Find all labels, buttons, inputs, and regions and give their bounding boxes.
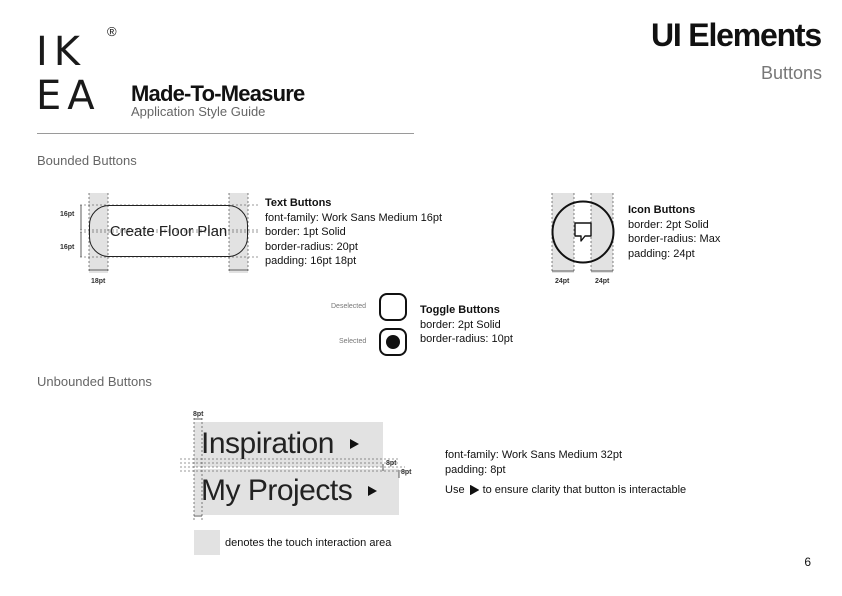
section-unbounded-buttons: Unbounded Buttons: [37, 374, 152, 389]
unbounded-spec-line: padding: 8pt: [445, 463, 506, 476]
legend-text: denotes the touch interaction area: [225, 537, 392, 549]
play-arrow-icon: [349, 439, 359, 449]
icon-buttons-spec-line: border: 2pt Solid: [628, 218, 709, 231]
logo-line-1: IK: [36, 29, 87, 75]
text-buttons-spec-line: border-radius: 20pt: [265, 240, 358, 253]
text-button-diagram: Create Floor Plan 16pt 16pt 18pt: [55, 190, 265, 285]
text-buttons-spec: Text Buttons font-family: Work Sans Medi…: [265, 196, 442, 269]
toggle-selected[interactable]: [379, 328, 407, 356]
toggle-selected-dot: [386, 335, 400, 349]
dim-bottom-label: 16pt: [60, 244, 75, 251]
arrow-usage-note: Use to ensure clarity that button is int…: [445, 483, 686, 498]
icon-buttons-heading: Icon Buttons: [628, 204, 696, 216]
page-title: UI Elements: [651, 17, 822, 53]
inspiration-label: Inspiration: [201, 427, 334, 460]
icon-buttons-spec: Icon Buttons border: 2pt Solid border-ra…: [628, 203, 720, 261]
brand-name: Made-To-Measure: [131, 81, 305, 106]
dim-top-label: 8pt: [193, 411, 204, 418]
dim-right-label: 24pt: [595, 278, 610, 285]
brand-subtitle: Application Style Guide: [131, 104, 266, 119]
chat-bubble-icon: [574, 222, 592, 242]
play-arrow-icon: [368, 486, 378, 496]
unbounded-guides: [180, 418, 405, 520]
ikea-logo: IK EA: [36, 32, 101, 116]
unbounded-spec: font-family: Work Sans Medium 32pt paddi…: [445, 448, 622, 477]
text-buttons-spec-line: font-family: Work Sans Medium 16pt: [265, 211, 443, 224]
toggle-buttons-spec-line: border-radius: 10pt: [420, 333, 513, 345]
toggle-deselected[interactable]: [379, 293, 407, 321]
toggle-buttons-heading: Toggle Buttons: [420, 304, 500, 316]
dim-right-label: 8pt: [401, 469, 412, 476]
my-projects-label: My Projects: [201, 474, 353, 507]
icon-buttons-spec-line: border-radius: Max: [628, 233, 721, 245]
inspiration-button[interactable]: Inspiration: [201, 424, 360, 464]
section-bounded-buttons: Bounded Buttons: [37, 153, 137, 168]
toggle-selected-label: Selected: [339, 338, 367, 345]
dim-side-label: 18pt: [91, 278, 106, 285]
icon-buttons-spec-line: padding: 24pt: [628, 247, 695, 260]
use-prefix: Use: [445, 484, 465, 496]
toggle-deselected-label: Deselected: [331, 303, 367, 310]
toggle-buttons-spec: Toggle Buttons border: 2pt Solid border-…: [420, 303, 513, 347]
dim-gap-label: 8pt: [386, 460, 397, 467]
unbounded-spec-line: font-family: Work Sans Medium 32pt: [445, 449, 623, 461]
legend-swatch: [194, 530, 220, 555]
logo-line-2: EA: [36, 73, 101, 119]
toggle-buttons-spec-line: border: 2pt Solid: [420, 318, 501, 331]
icon-button-guides: [551, 193, 615, 273]
create-floor-plan-button[interactable]: Create Floor Plan: [89, 205, 248, 257]
padding-shade-left: [552, 193, 574, 273]
my-projects-button[interactable]: My Projects: [201, 471, 378, 511]
dim-left-label: 24pt: [555, 278, 570, 285]
create-floor-plan-label: Create Floor Plan: [109, 222, 228, 240]
text-buttons-heading: Text Buttons: [265, 197, 332, 209]
touch-area-my-projects: [194, 469, 399, 515]
text-buttons-spec-line: padding: 16pt 18pt: [265, 255, 357, 267]
header-divider: [37, 133, 414, 134]
dim-top-label: 16pt: [60, 211, 75, 218]
text-buttons-spec-line: border: 1pt Solid: [265, 226, 346, 238]
page-subtitle: Buttons: [760, 63, 822, 83]
registered-mark: ®: [107, 24, 117, 39]
icon-button-diagram: 24pt 24pt: [545, 190, 625, 290]
use-suffix: to ensure clarity that button is interac…: [482, 484, 687, 496]
page-number: 6: [804, 555, 811, 569]
play-arrow-icon: [469, 485, 479, 496]
